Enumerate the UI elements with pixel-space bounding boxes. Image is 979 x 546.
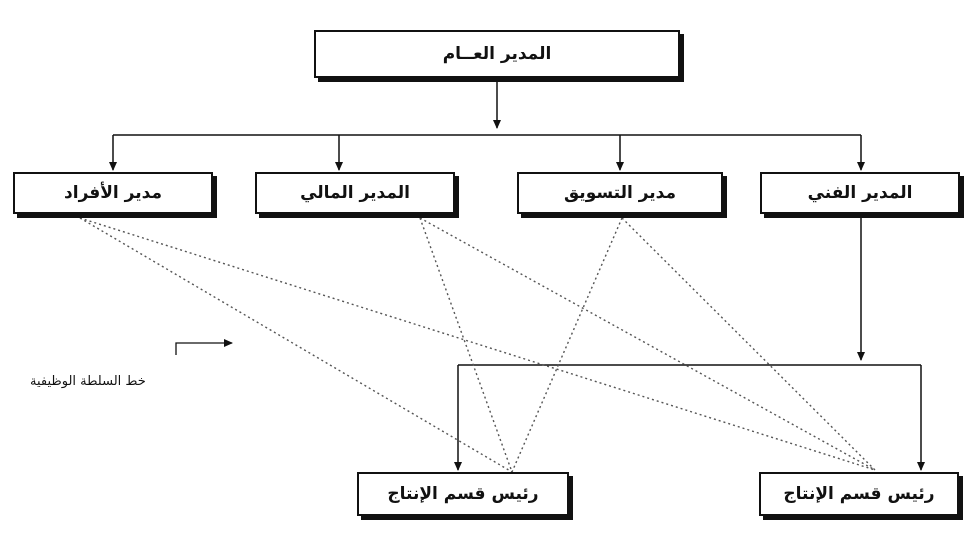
dotted-marketing-to-production-left bbox=[511, 217, 623, 473]
node-marketing-manager: مدير التسويق bbox=[517, 172, 723, 214]
node-production-head-right-label: رئيس قسم الإنتاج bbox=[783, 484, 935, 504]
node-technical-manager-label: المدير الفني bbox=[807, 183, 913, 203]
node-hr-manager-label: مدير الأفراد bbox=[64, 183, 162, 203]
node-technical-manager: المدير الفني bbox=[760, 172, 960, 214]
node-production-head-left-label: رئيس قسم الإنتاج bbox=[387, 484, 539, 504]
node-finance-manager-label: المدير المالي bbox=[300, 183, 410, 203]
node-production-head-left: رئيس قسم الإنتاج bbox=[357, 472, 569, 516]
dotted-finance-to-production-right bbox=[419, 217, 876, 471]
legend-label: خط السلطة الوظيفية bbox=[30, 374, 146, 389]
dotted-marketing-to-production-right bbox=[621, 217, 876, 471]
node-general-manager-label: المدير العــام bbox=[442, 44, 552, 64]
functional-authority-lines bbox=[79, 217, 876, 473]
legend-line-symbol bbox=[175, 339, 233, 355]
node-hr-manager: مدير الأفراد bbox=[13, 172, 213, 214]
dotted-hr-to-production-left bbox=[79, 217, 513, 473]
node-production-head-right: رئيس قسم الإنتاج bbox=[759, 472, 959, 516]
node-marketing-manager-label: مدير التسويق bbox=[563, 183, 677, 203]
node-finance-manager: المدير المالي bbox=[255, 172, 455, 214]
node-general-manager: المدير العــام bbox=[314, 30, 680, 78]
dotted-finance-to-production-left bbox=[419, 217, 513, 473]
dotted-hr-to-production-right bbox=[79, 217, 876, 471]
